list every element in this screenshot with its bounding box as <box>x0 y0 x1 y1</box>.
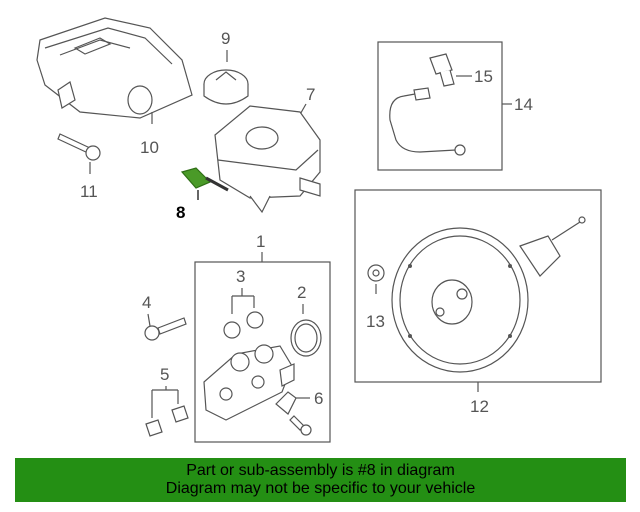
part-14-wire-harness[interactable] <box>389 87 466 156</box>
callout-1[interactable]: 1 <box>256 232 265 251</box>
callout-8[interactable]: 8 <box>176 203 185 222</box>
part-10-cover[interactable] <box>36 17 193 124</box>
callout-2[interactable]: 2 <box>297 283 306 302</box>
banner-line-2: Diagram may not be specific to your vehi… <box>165 480 476 497</box>
callout-13[interactable]: 13 <box>366 312 385 331</box>
part-9-cap[interactable] <box>203 50 249 105</box>
box-14 <box>377 41 503 171</box>
callout-11[interactable]: 11 <box>80 182 98 201</box>
leader-5 <box>151 386 179 418</box>
callout-9[interactable]: 9 <box>221 29 230 48</box>
part-12-brake-booster[interactable] <box>391 216 586 373</box>
part-13-nut[interactable] <box>367 264 385 294</box>
part-1-master-cylinder[interactable] <box>203 344 295 421</box>
callout-15[interactable]: 15 <box>474 67 493 86</box>
part-4-bolt[interactable] <box>144 313 187 341</box>
part-6-bolt[interactable] <box>289 415 312 436</box>
info-banner: Part or sub-assembly is #8 in diagram Di… <box>15 458 626 502</box>
part-11-bolt[interactable] <box>57 133 101 174</box>
callout-14[interactable]: 14 <box>514 95 533 114</box>
callout-7[interactable]: 7 <box>306 85 315 104</box>
part-7-reservoir[interactable] <box>214 103 321 214</box>
callout-6[interactable]: 6 <box>314 389 323 408</box>
part-6-bracket[interactable] <box>275 391 310 415</box>
part-3-seals[interactable] <box>223 311 264 339</box>
part-15-sensor[interactable] <box>429 53 472 87</box>
part-5-nuts[interactable] <box>145 405 189 437</box>
callout-4[interactable]: 4 <box>142 293 151 312</box>
leader-3 <box>231 288 255 314</box>
box-1 <box>194 261 331 443</box>
part-2-o-ring[interactable] <box>290 319 322 357</box>
part-8-sensor-highlighted[interactable] <box>180 167 229 200</box>
callout-10[interactable]: 10 <box>140 138 159 157</box>
callout-12[interactable]: 12 <box>470 397 489 416</box>
callout-3[interactable]: 3 <box>236 267 245 286</box>
banner-line-1: Part or sub-assembly is #8 in diagram <box>186 462 455 479</box>
callout-5[interactable]: 5 <box>160 365 169 384</box>
